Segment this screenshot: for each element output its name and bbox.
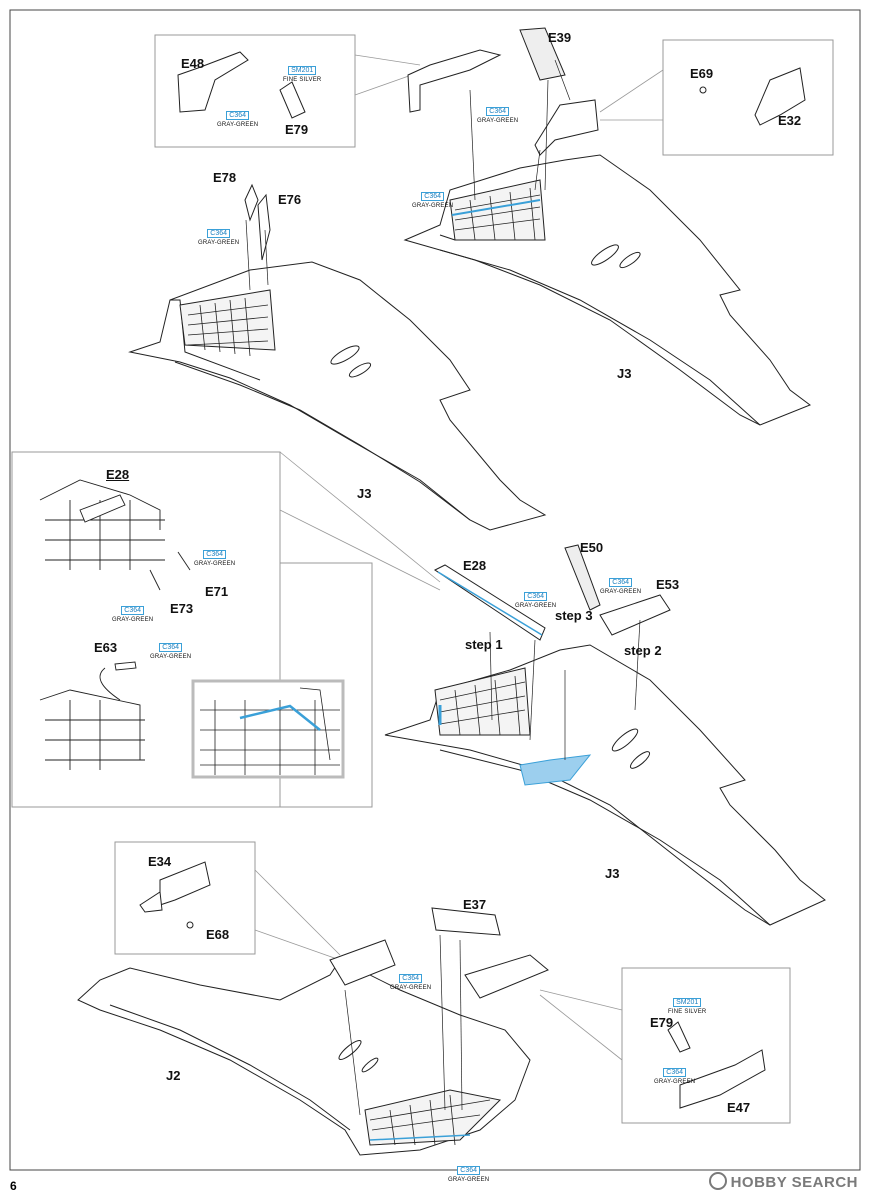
guide-lines-j2 [344, 934, 463, 1116]
inset-sketch-e34 [139, 861, 211, 929]
part-label-e28-inset: E28 [106, 467, 130, 482]
paint-code: C364 [203, 550, 227, 559]
guide-lines-j3-upper-right [469, 59, 571, 201]
wing-j3-upper-left [128, 183, 547, 531]
guide-lines-j3-upper-left [245, 219, 269, 291]
paint-name: GRAY-GREEN [412, 203, 454, 209]
page-number: 6 [10, 1179, 17, 1193]
paint-name: GRAY-GREEN [600, 589, 642, 595]
part-label-e68: E68 [206, 927, 230, 942]
part-label-e37: E37 [463, 897, 487, 912]
paint-name: GRAY-GREEN [198, 240, 240, 246]
paint-code: C364 [524, 592, 548, 601]
page-frame [9, 9, 861, 1171]
paint-callout-gray-green-e63: C364 GRAY-GREEN [150, 637, 191, 660]
paint-name: GRAY-GREEN [217, 122, 259, 128]
part-label-e39: E39 [548, 30, 572, 45]
paint-code: C364 [457, 1166, 481, 1175]
part-label-e53: E53 [656, 577, 680, 592]
paint-code: C364 [421, 192, 445, 201]
part-label-e50: E50 [580, 540, 604, 555]
step-1-label: step 1 [465, 637, 503, 652]
paint-name: GRAY-GREEN [654, 1079, 696, 1085]
part-label-e79: E79 [285, 122, 309, 137]
part-label-e73: E73 [170, 601, 194, 616]
part-label-e28: E28 [463, 558, 487, 573]
part-label-e32: E32 [778, 113, 802, 128]
part-label-e71: E71 [205, 584, 229, 599]
paint-code: C364 [399, 974, 423, 983]
paint-callout-gray-green-j3-upper-right: C364 GRAY-GREEN [412, 186, 453, 209]
wing-j3-middle [384, 544, 826, 926]
part-label-e79-inset: E79 [650, 1015, 674, 1030]
inset-sketch-e47 [667, 1021, 766, 1109]
part-label-e63: E63 [94, 640, 118, 655]
paint-name: FINE SILVER [668, 1009, 707, 1015]
paint-name: GRAY-GREEN [150, 654, 192, 660]
inset-sketch-e63 [39, 661, 145, 770]
paint-code: C364 [663, 1068, 687, 1077]
step-3-label: step 3 [555, 608, 593, 623]
part-label-e34: E34 [148, 854, 172, 869]
part-label-j2: J2 [166, 1068, 181, 1083]
paint-callout-gray-green-e39: C364 GRAY-GREEN [477, 101, 518, 124]
paint-name: GRAY-GREEN [477, 118, 519, 124]
detail-box-sketch [200, 687, 340, 775]
inset-sketch-e69 [699, 67, 806, 126]
paint-callout-fine-silver-e48: SM201 FINE SILVER [283, 60, 321, 83]
paint-name: GRAY-GREEN [390, 985, 432, 991]
paint-name: GRAY-GREEN [515, 603, 557, 609]
paint-code: SM201 [673, 998, 702, 1007]
paint-callout-gray-green-j2: C364 GRAY-GREEN [448, 1160, 489, 1183]
part-label-e47: E47 [727, 1100, 751, 1115]
part-label-e69: E69 [690, 66, 714, 81]
paint-callout-fine-silver-e79: SM201 FINE SILVER [668, 992, 706, 1015]
inset-sketch-e28 [39, 479, 191, 591]
paint-code: C364 [226, 111, 250, 120]
paint-code: SM201 [288, 66, 317, 75]
paint-name: GRAY-GREEN [112, 617, 154, 623]
inset-panel-e34 [114, 841, 256, 955]
part-label-j3-middle: J3 [605, 866, 620, 881]
part-label-e76: E76 [278, 192, 302, 207]
guide-lines-j3-middle [489, 619, 641, 760]
watermark-text: HOBBY SEARCH [730, 1174, 858, 1191]
paint-code: C364 [159, 643, 183, 652]
paint-callout-gray-green-e73: C364 GRAY-GREEN [112, 600, 153, 623]
paint-code: C364 [207, 229, 231, 238]
paint-name: GRAY-GREEN [448, 1177, 490, 1183]
paint-code: C364 [121, 606, 145, 615]
paint-code: C364 [609, 578, 633, 587]
step-2-label: step 2 [624, 643, 662, 658]
part-label-e78: E78 [213, 170, 237, 185]
inset-panel-e69 [662, 39, 834, 156]
paint-callout-gray-green-e37: C364 GRAY-GREEN [390, 968, 431, 991]
paint-name: GRAY-GREEN [194, 561, 236, 567]
paint-callout-gray-green-e28: C364 GRAY-GREEN [515, 586, 556, 609]
wing-j3-upper-right [403, 27, 812, 426]
paint-code: C364 [486, 107, 510, 116]
paint-callout-gray-green-e71: C364 GRAY-GREEN [194, 544, 235, 567]
paint-callout-gray-green-e78: C364 GRAY-GREEN [198, 223, 239, 246]
part-label-j3-upper-left: J3 [357, 486, 372, 501]
paint-callout-gray-green-e79-inset: C364 GRAY-GREEN [654, 1062, 695, 1085]
inset-sketch-e48 [177, 51, 306, 119]
watermark-logo-icon [708, 1172, 727, 1190]
part-label-e48: E48 [181, 56, 205, 71]
part-label-j3-upper-right: J3 [617, 366, 632, 381]
wing-j2 [77, 907, 549, 1156]
paint-callout-gray-green-e79: C364 GRAY-GREEN [217, 105, 258, 128]
paint-name: FINE SILVER [283, 77, 322, 83]
watermark: HOBBY SEARCH [708, 1172, 858, 1191]
paint-callout-gray-green-e50: C364 GRAY-GREEN [600, 572, 641, 595]
